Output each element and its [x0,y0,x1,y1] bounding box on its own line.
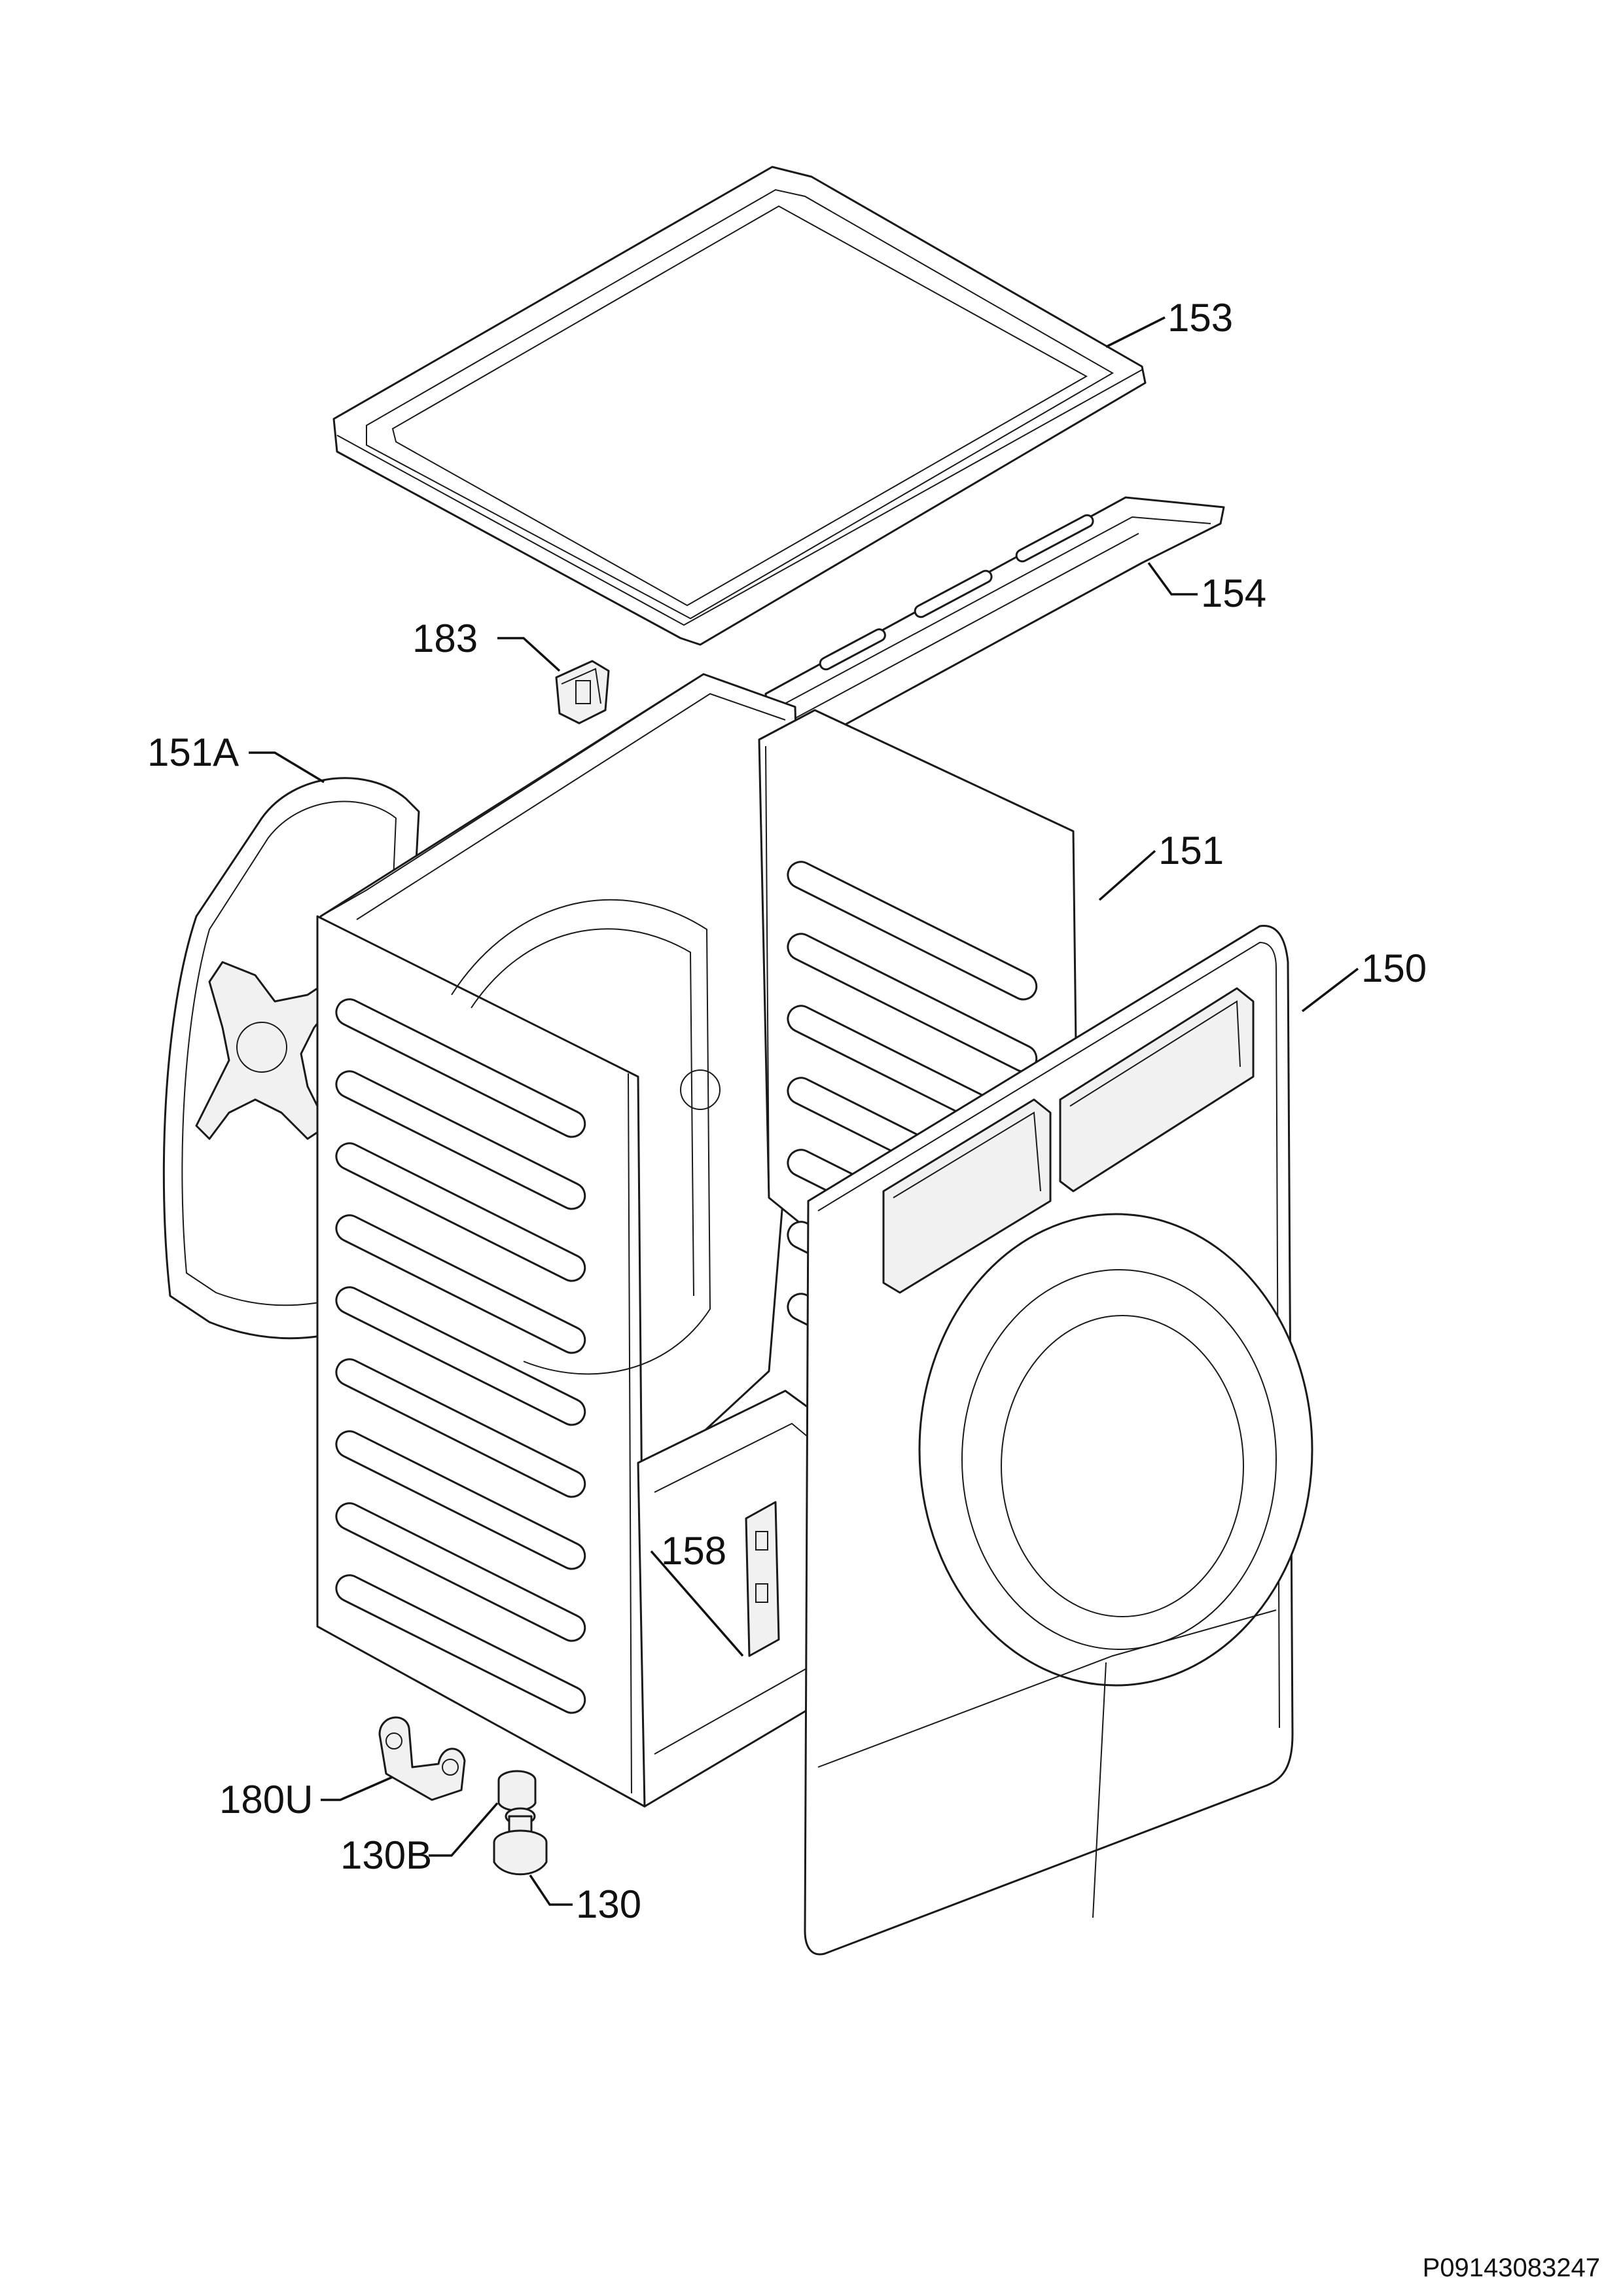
callout-158: 158 [661,1529,726,1573]
callout-150: 150 [1361,946,1427,990]
leader-183 [497,637,561,672]
callout-183: 183 [412,617,478,660]
leader-150 [1301,967,1359,1013]
part-150-front-panel [804,925,1313,1956]
part-154-top-rail [764,496,1225,744]
leader-130b [429,1802,499,1857]
callout-153: 153 [1168,296,1233,340]
part-183-bracket [555,660,610,725]
cabinet-left-ribs [335,998,586,1714]
part-180u-bracket [378,1716,466,1801]
part-158-base-bracket [745,1501,780,1657]
document-id: P09143083247 [1423,2253,1600,2282]
callout-130: 130 [576,1882,641,1926]
leader-153 [1105,316,1166,348]
leader-151a [249,751,325,783]
callout-154: 154 [1201,571,1266,615]
leader-154 [1147,562,1198,596]
callout-labels: 153 154 183 151A 151 150 158 180U 130B 1… [147,296,1427,1926]
leader-151 [1098,850,1156,901]
callout-151a: 151A [147,730,239,774]
callout-180u: 180U [219,1778,313,1821]
leader-lines [249,316,1359,1906]
leader-180u [321,1776,393,1801]
leader-158 [650,1550,744,1657]
leader-130 [529,1874,573,1906]
part-130-foot [493,1807,548,1876]
part-130b-cap [497,1770,537,1812]
part-153-top-cover [332,166,1147,646]
callout-130b: 130B [340,1833,432,1877]
callout-151: 151 [1158,829,1224,872]
